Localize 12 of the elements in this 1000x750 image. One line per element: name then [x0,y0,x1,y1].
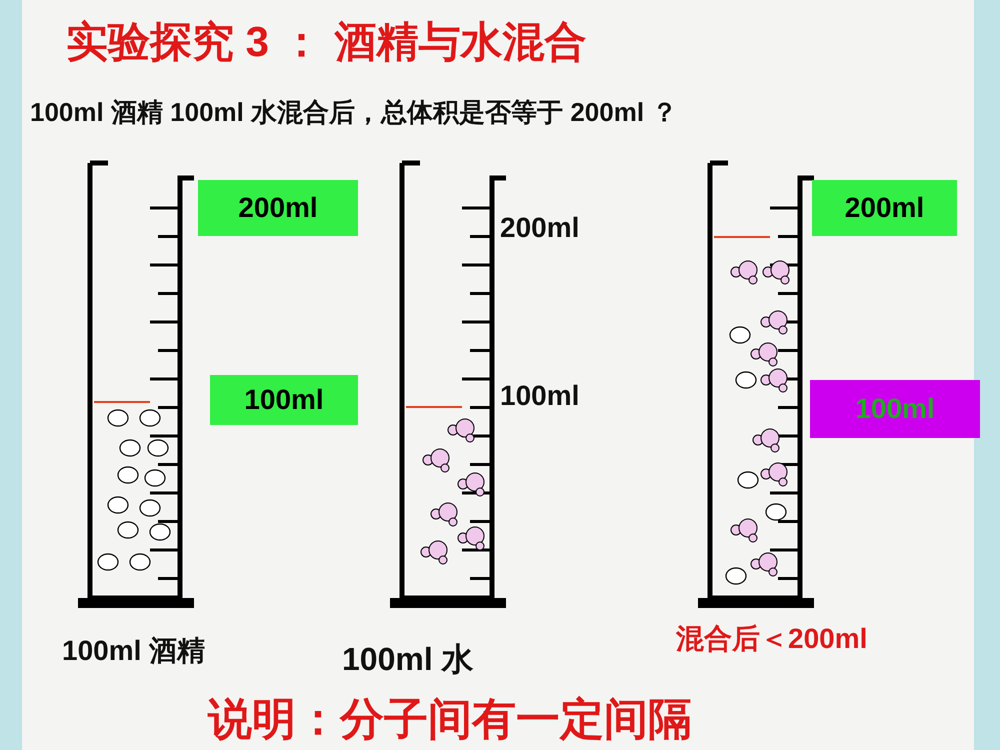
cylinder-caption: 100ml 水 [342,640,474,679]
volume-label-box: 100ml [810,380,980,438]
volume-label-box: 200ml [812,180,957,236]
volume-label-box: 200ml [198,180,358,236]
question-text: 100ml 酒精 100ml 水混合后，总体积是否等于 200ml ？ [30,96,678,129]
volume-mark: 200ml [500,212,580,244]
cylinder-caption: 混合后＜200ml [676,622,868,656]
volume-label-box: 100ml [210,375,358,425]
slide-title: 实验探究 3 ： 酒精与水混合 [66,17,586,67]
conclusion-text: 说明：分子间有一定间隔 [208,694,692,746]
cylinder-caption: 100ml 酒精 [62,634,206,668]
volume-mark: 100ml [500,380,580,412]
